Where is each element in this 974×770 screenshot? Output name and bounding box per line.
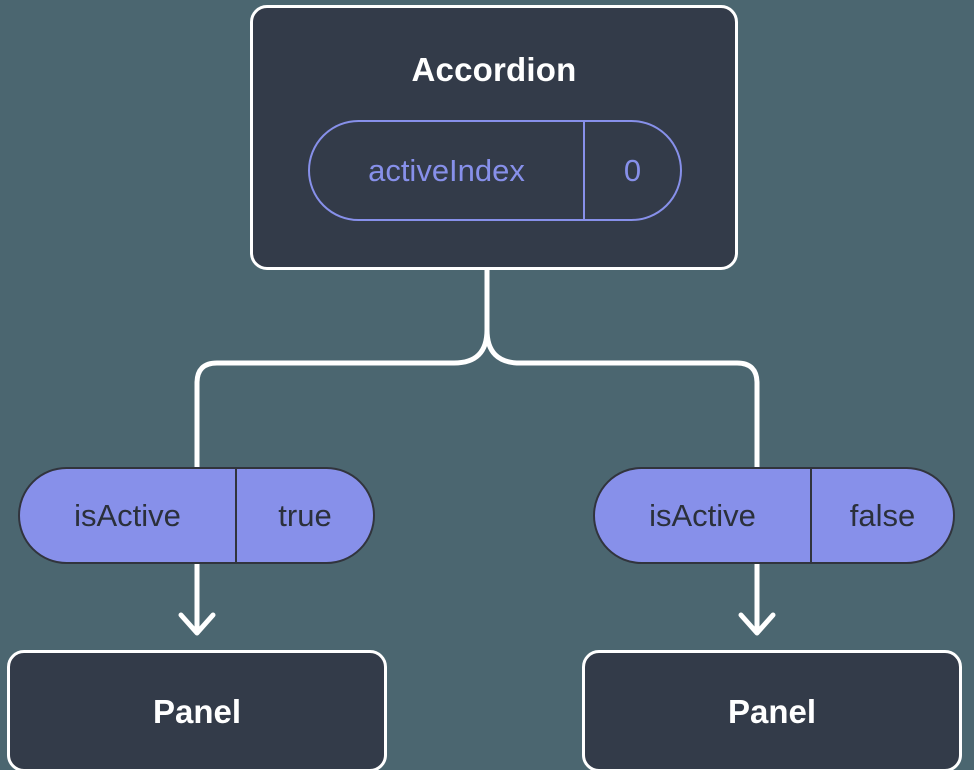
accordion-title: Accordion <box>411 51 577 88</box>
prop-badge-value: false <box>849 497 916 533</box>
panel-title: Panel <box>727 692 817 730</box>
panel-title: Panel <box>152 692 242 730</box>
fork-connector-right <box>484 327 760 470</box>
state-badge-key: activeIndex <box>310 122 585 219</box>
panel-node-left[interactable]: Panel <box>7 650 387 770</box>
arrow-head-left <box>178 612 216 636</box>
prop-badge-key: isActive <box>595 469 812 562</box>
panel-node-right[interactable]: Panel <box>582 650 962 770</box>
state-badge-value: 0 <box>623 152 642 188</box>
prop-badge-is-active-true[interactable]: isActive true <box>18 467 375 564</box>
prop-badge-value: true <box>278 497 332 533</box>
arrow-head-right <box>738 612 776 636</box>
fork-connector <box>194 267 490 470</box>
prop-badge-is-active-false[interactable]: isActive false <box>593 467 955 564</box>
prop-badge-key: isActive <box>20 469 237 562</box>
state-badge-active-index[interactable]: activeIndex 0 <box>308 120 682 221</box>
